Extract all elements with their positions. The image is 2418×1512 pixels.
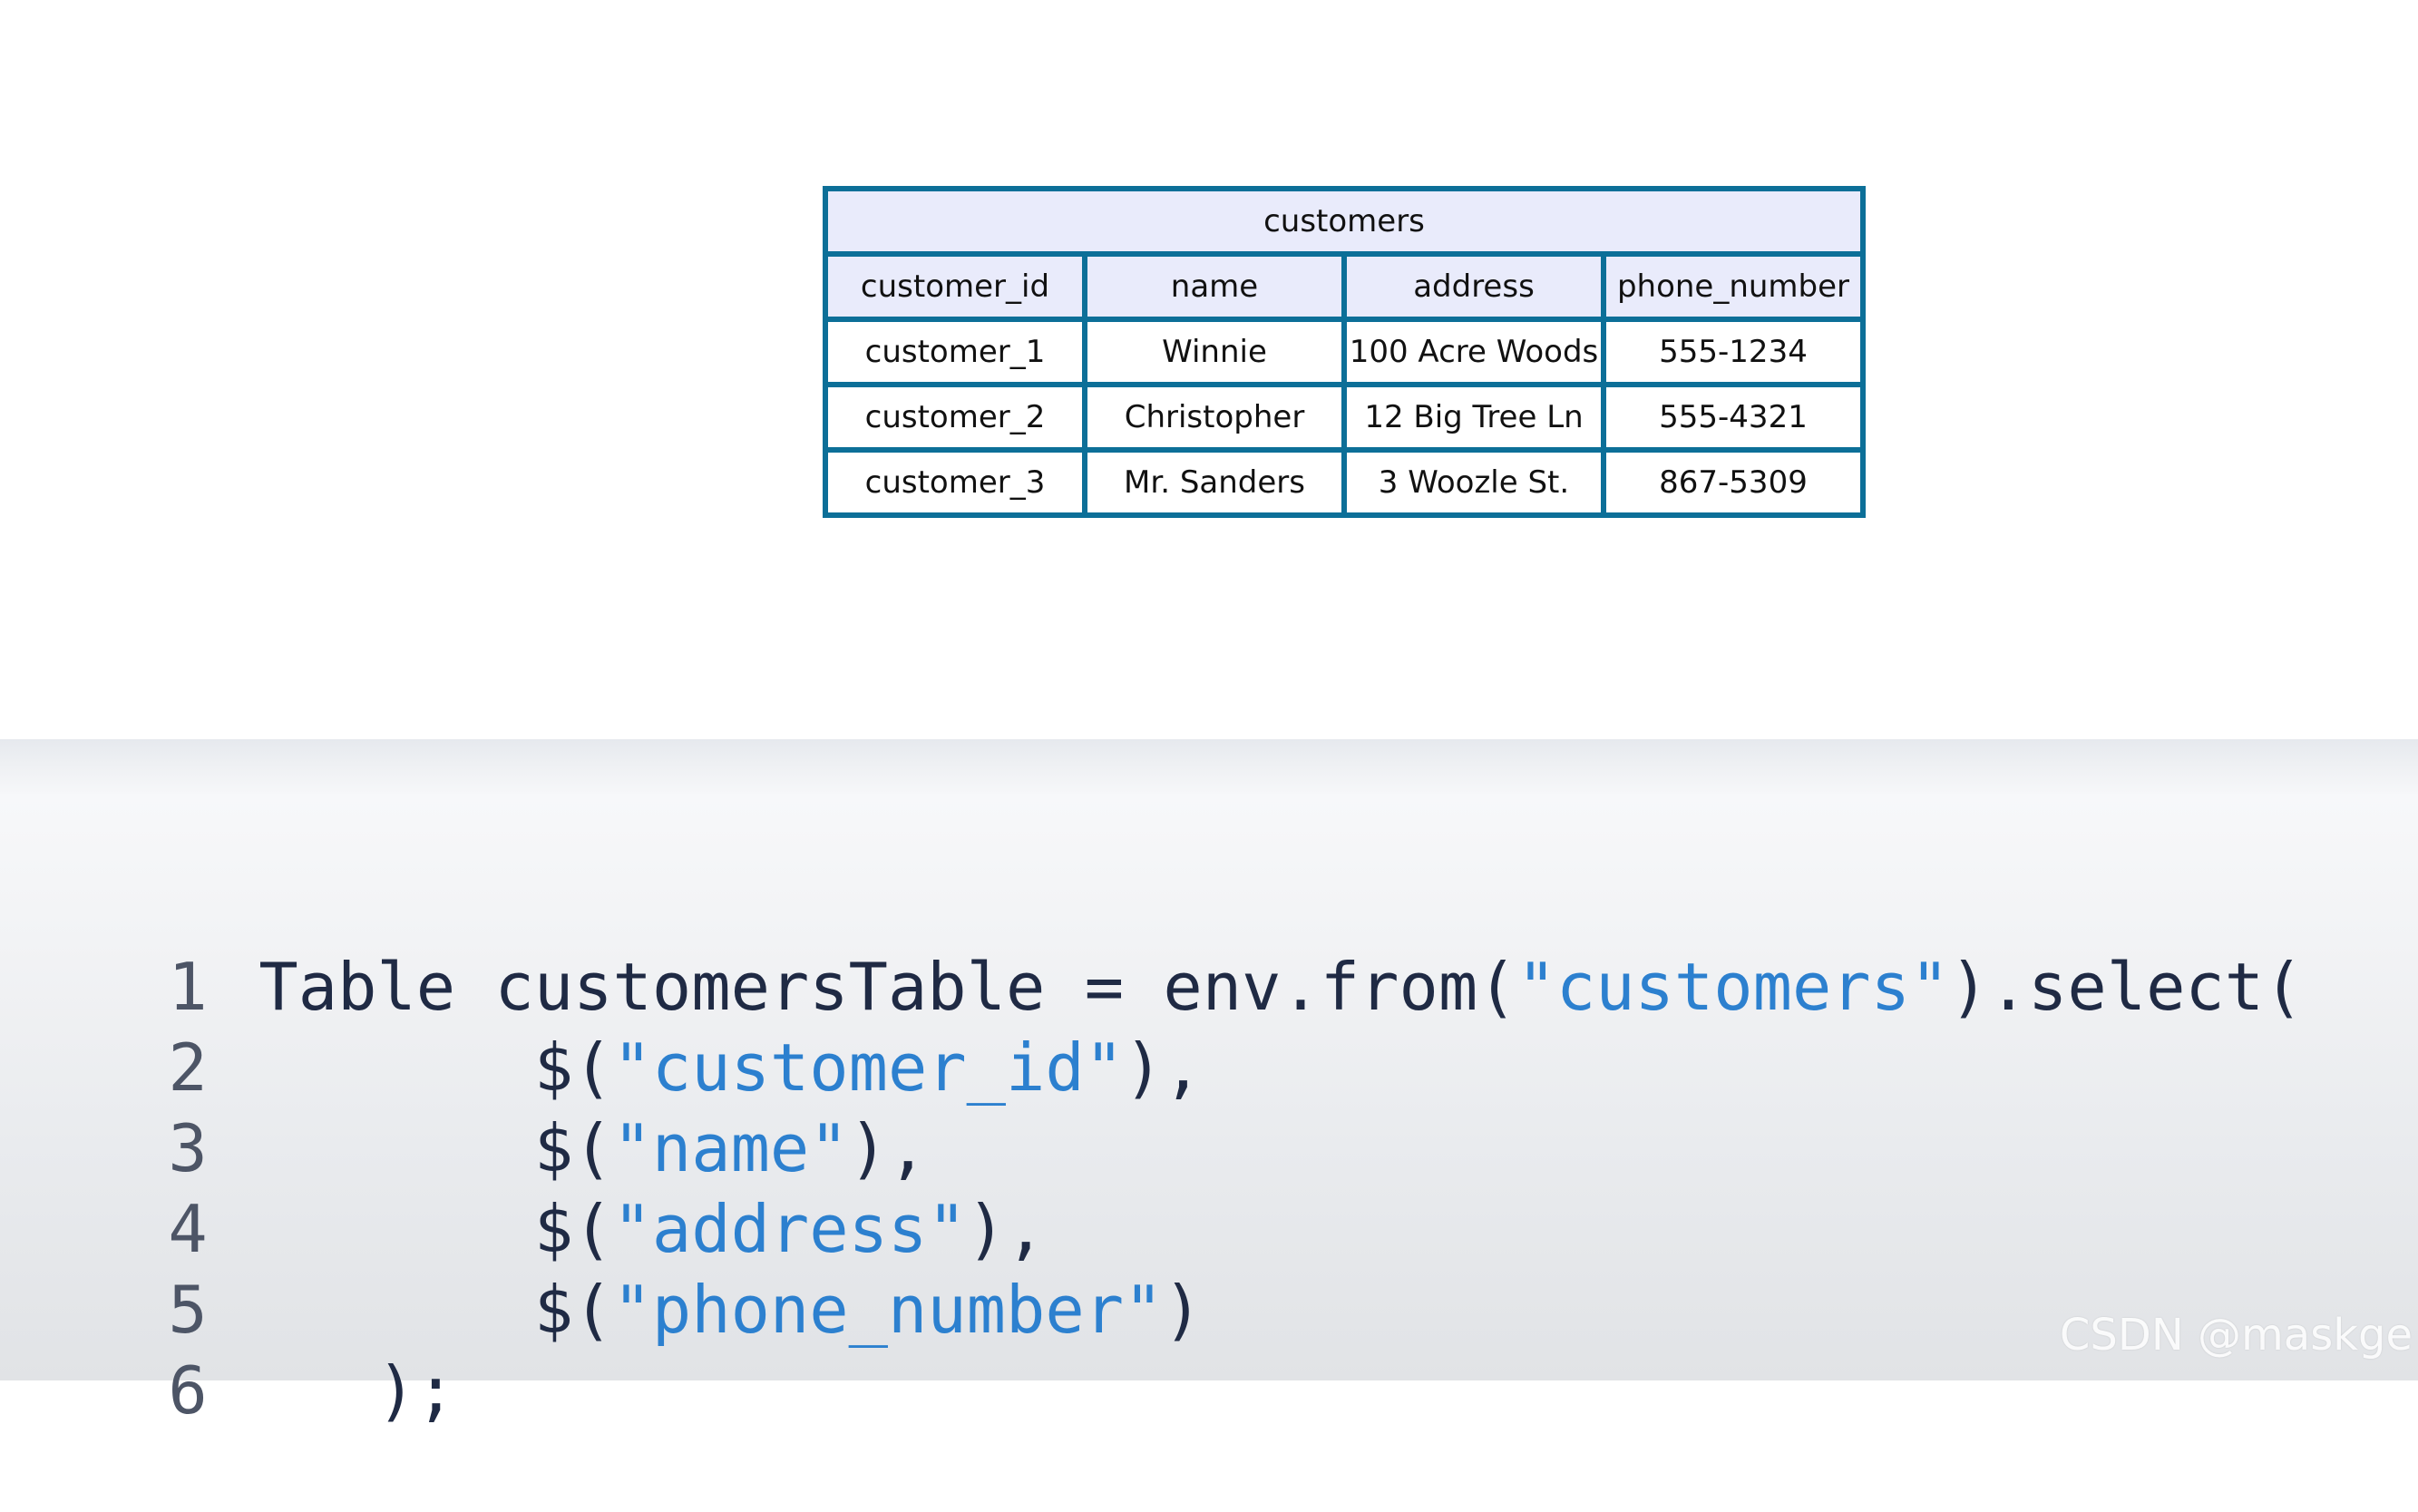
table-cell: Winnie (1082, 317, 1347, 387)
table-header-row: customer_id name address phone_number (823, 251, 1866, 322)
code-token: ).select( (1949, 949, 2304, 1025)
code-token: $( (258, 1191, 613, 1267)
code-token: ); (258, 1352, 456, 1429)
code-token: ), (966, 1191, 1046, 1267)
customers-table: customers customer_id name address phone… (823, 186, 1866, 518)
table-cell: customer_2 (823, 382, 1087, 453)
line-number: 2 (168, 1029, 208, 1106)
code-line-4: 4 $("address"), (11, 1108, 2303, 1267)
code-editor: 1 Table customersTable = env.from("custom… (11, 866, 2303, 1429)
string-literal: "address" (612, 1191, 967, 1267)
code-line-text: ); (258, 1352, 455, 1429)
table-title-row: customers (823, 186, 1866, 257)
column-header-name: name (1082, 251, 1347, 322)
code-token: $( (258, 1029, 613, 1106)
column-header-phone-number: phone_number (1601, 251, 1866, 322)
table-row: customer_1 Winnie 100 Acre Woods 555-123… (823, 317, 1866, 387)
table-cell: 867-5309 (1601, 447, 1866, 518)
table-cell: 100 Acre Woods (1341, 317, 1606, 387)
table-title: customers (823, 186, 1866, 257)
column-header-address: address (1341, 251, 1606, 322)
table-cell: customer_1 (823, 317, 1087, 387)
code-line-text: Table customersTable = env.from("custome… (258, 949, 2303, 1025)
code-line-text: $("name"), (258, 1110, 928, 1186)
code-line-6: 6 ); (11, 1270, 2303, 1429)
table-row: customer_3 Mr. Sanders 3 Woozle St. 867-… (823, 447, 1866, 518)
code-line-5: 5 $("phone_number") (11, 1189, 2303, 1348)
panel-divider (0, 739, 2418, 794)
table-cell: 555-4321 (1601, 382, 1866, 453)
string-literal: "phone_number" (612, 1272, 1164, 1348)
diagram-panel: customers customer_id name address phone… (0, 0, 2418, 739)
code-panel (0, 794, 2418, 1380)
table-cell: 12 Big Tree Ln (1341, 382, 1606, 453)
code-line-3: 3 $("name"), (11, 1028, 2303, 1186)
code-token: ), (1124, 1029, 1203, 1106)
table-cell: Christopher (1082, 382, 1347, 453)
code-token: ), (848, 1110, 928, 1186)
code-line-1: 1 Table customersTable = env.from("custom… (11, 866, 2303, 1025)
code-line-text: $("phone_number") (258, 1272, 1203, 1348)
table-row: customer_2 Christopher 12 Big Tree Ln 55… (823, 382, 1866, 453)
string-literal: "customer_id" (612, 1029, 1125, 1106)
code-line-text: $("address"), (258, 1191, 1046, 1267)
code-line-text: $("customer_id"), (258, 1029, 1203, 1106)
table-cell: Mr. Sanders (1082, 447, 1347, 518)
line-number: 6 (168, 1352, 208, 1429)
line-number: 5 (168, 1272, 208, 1348)
line-number: 1 (168, 949, 208, 1025)
table-cell: 3 Woozle St. (1341, 447, 1606, 518)
code-token: Table customersTable = env.from( (258, 949, 1517, 1025)
column-header-customer-id: customer_id (823, 251, 1087, 322)
string-literal: "name" (612, 1110, 849, 1186)
line-number: 3 (168, 1110, 208, 1186)
code-line-2: 2 $("customer_id"), (11, 947, 2303, 1106)
code-token: $( (258, 1110, 613, 1186)
table-cell: 555-1234 (1601, 317, 1866, 387)
watermark: CSDN @maskge (2059, 1310, 2413, 1361)
code-token: $( (258, 1272, 613, 1348)
table-cell: customer_3 (823, 447, 1087, 518)
string-literal: "customers" (1516, 949, 1950, 1025)
line-number: 4 (168, 1191, 208, 1267)
code-token: ) (1163, 1272, 1203, 1348)
